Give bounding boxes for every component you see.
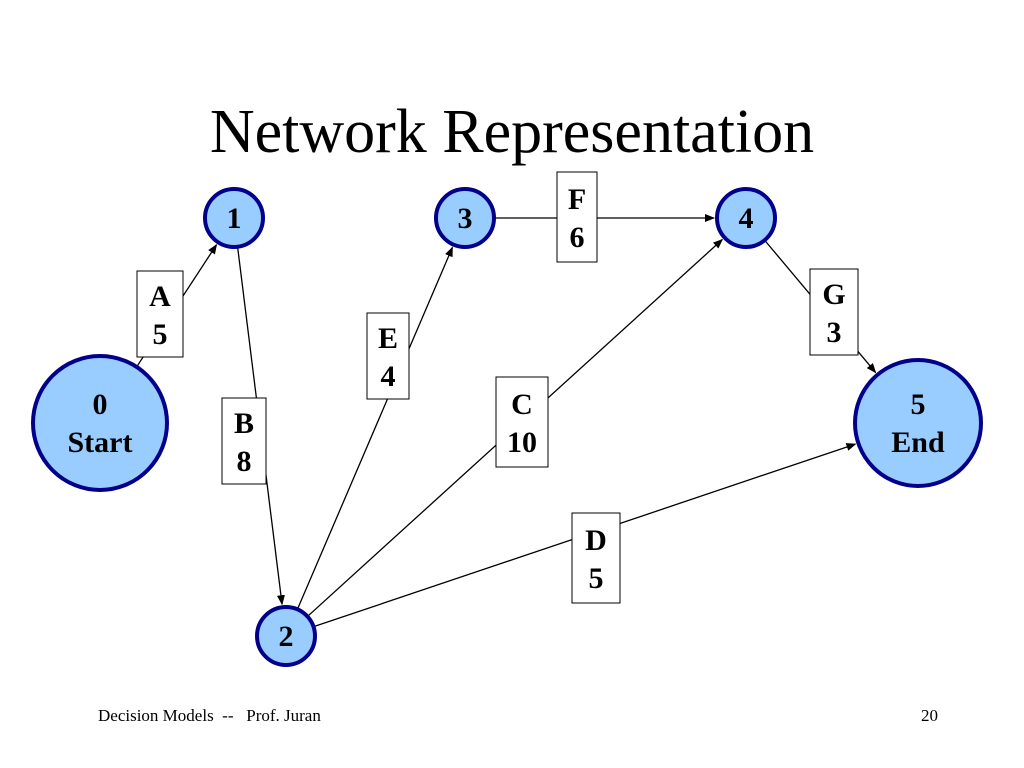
activity-name-text: G — [822, 278, 845, 311]
footer-course-text: Decision Models -- Prof. Juran — [98, 706, 321, 725]
activity-name-text: D — [585, 524, 607, 557]
activity-label-box — [571, 512, 621, 604]
activity-name-text: B — [234, 407, 254, 440]
activity-label-box — [556, 171, 598, 263]
activity-label-box — [136, 270, 184, 358]
activity-duration-text: 10 — [507, 426, 537, 459]
activity-duration-text: 5 — [589, 562, 604, 595]
node-circle — [255, 605, 317, 667]
activity-label-e: E4 — [366, 312, 410, 400]
node-4: 4 — [715, 187, 777, 249]
activity-duration-text: 6 — [570, 221, 585, 254]
node-caption-text: End — [891, 426, 945, 459]
activity-name-text: E — [378, 322, 398, 355]
activity-duration-text: 3 — [827, 316, 842, 349]
node-number-text: 3 — [458, 202, 473, 235]
activity-label-box — [809, 268, 859, 356]
node-circle — [203, 187, 265, 249]
activity-label-box — [366, 312, 410, 400]
activity-label-g: G3 — [809, 268, 859, 356]
activity-label-box — [495, 376, 549, 468]
node-number-text: 1 — [227, 202, 242, 235]
activity-name-text: A — [149, 280, 171, 313]
node-number-text: 0 — [93, 388, 108, 421]
node-circle — [715, 187, 777, 249]
slide-title: Network Representation — [209, 98, 815, 166]
slide-page-number: 20 — [921, 706, 938, 725]
node-circle — [853, 358, 983, 488]
node-caption-text: Start — [68, 426, 133, 459]
node-circle — [31, 354, 169, 492]
activity-label-a: A5 — [136, 270, 184, 358]
activity-label-b: B8 — [221, 397, 267, 485]
activity-label-box — [221, 397, 267, 485]
node-circle — [434, 187, 496, 249]
node-1: 1 — [203, 187, 265, 249]
activity-duration-text: 8 — [237, 445, 252, 478]
node-3: 3 — [434, 187, 496, 249]
node-number-text: 2 — [279, 620, 294, 653]
node-number-text: 4 — [739, 202, 754, 235]
activity-label-f: F6 — [556, 171, 598, 263]
activity-name-text: C — [511, 388, 533, 421]
node-2: 2 — [255, 605, 317, 667]
activity-label-d: D5 — [571, 512, 621, 604]
node-number-text: 5 — [911, 388, 926, 421]
activity-arrow-e — [297, 246, 454, 609]
activity-duration-text: 5 — [153, 318, 168, 351]
activity-label-c: C 10 — [495, 376, 549, 468]
activity-duration-text: 4 — [381, 360, 396, 393]
activity-name-text: F — [568, 183, 586, 216]
